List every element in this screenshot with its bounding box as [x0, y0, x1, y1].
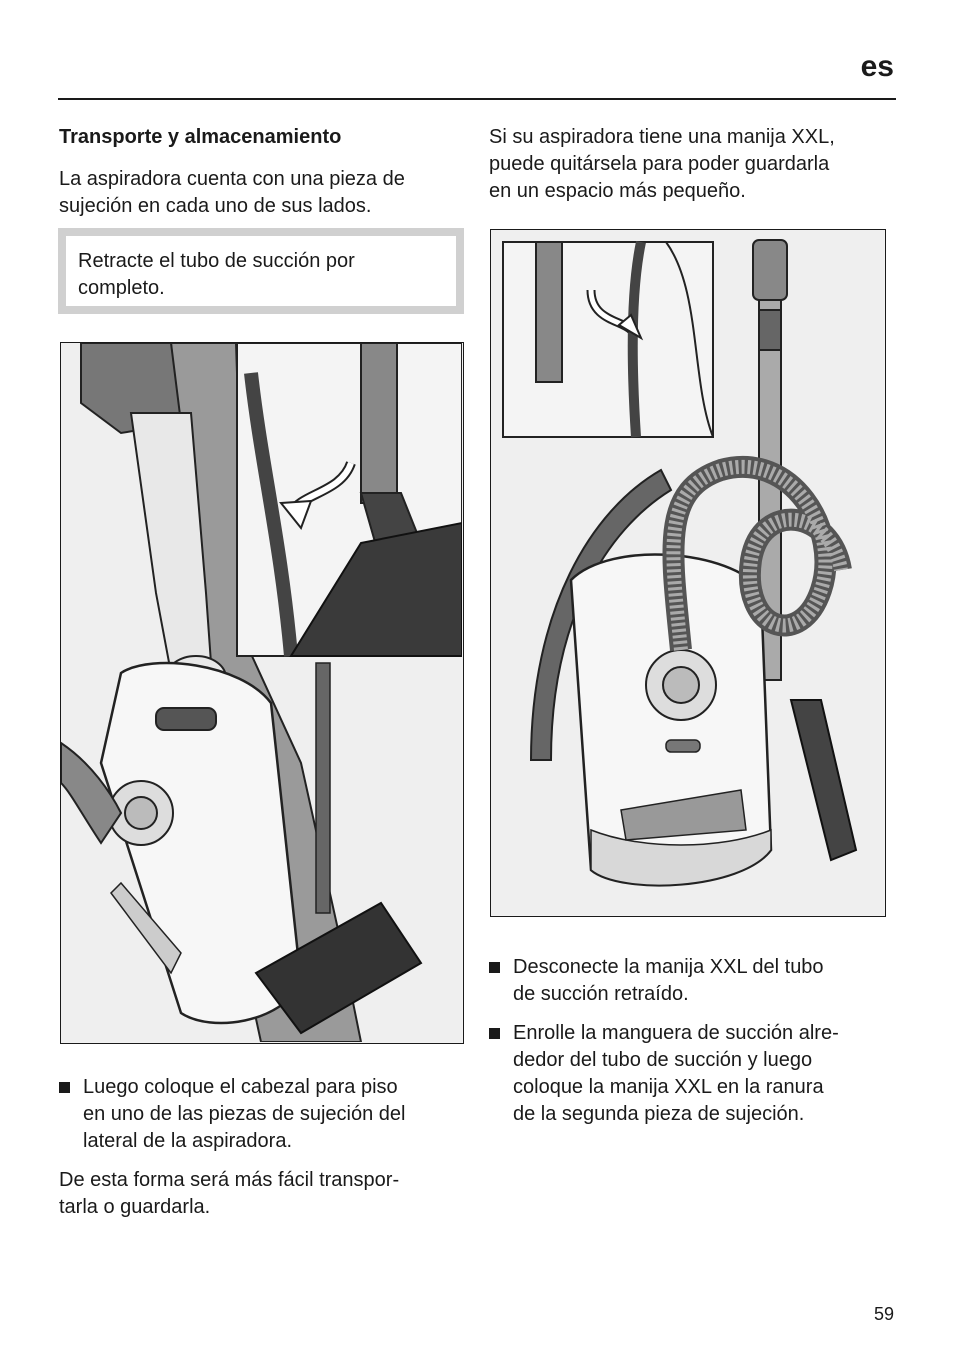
bullet-square-icon — [489, 1028, 500, 1039]
page-number: 59 — [873, 1304, 894, 1324]
text-line: en un espacio más pequeño. — [489, 180, 746, 202]
right-intro-paragraph: Si su aspiradora tiene una manija XXL, p… — [489, 124, 835, 205]
text-line: De esta forma será más fácil transpor- — [59, 1169, 400, 1191]
text-line: de la segunda pieza de sujeción. — [513, 1103, 805, 1125]
section-heading: Transporte y almacenamiento — [59, 126, 342, 148]
text-line: dedor del tubo de succión y luego — [513, 1049, 813, 1071]
text-line: Desconecte la manija XXL del tubo — [513, 956, 824, 978]
vacuum-storage-illustration-icon — [490, 229, 886, 917]
text-line: en uno de las piezas de sujeción del — [83, 1103, 406, 1125]
instruction-bullet: Luego coloque el cabezal para piso en un… — [59, 1074, 405, 1155]
text-line: completo. — [78, 277, 165, 299]
instruction-note-box: Retracte el tubo de succión por completo… — [58, 228, 464, 314]
header-rule — [58, 98, 896, 100]
text-line: Enrolle la manguera de succión alre- — [513, 1022, 839, 1044]
vacuum-carry-illustration-icon — [60, 342, 464, 1044]
text-line: de succión retraído. — [513, 983, 689, 1005]
language-code: es — [860, 50, 894, 83]
bullet-square-icon — [59, 1082, 70, 1093]
instruction-bullet: Desconecte la manija XXL del tubo de suc… — [489, 954, 824, 1008]
text-line: tarla o guardarla. — [59, 1196, 211, 1218]
text-line: coloque la manija XXL en la ranura — [513, 1076, 824, 1098]
text-line: La aspiradora cuenta con una pieza de — [59, 168, 405, 190]
bullet-square-icon — [489, 962, 500, 973]
text-line: Retracte el tubo de succión por — [78, 250, 355, 272]
text-line: puede quitársela para poder guardarla — [489, 153, 830, 175]
left-intro-paragraph: La aspiradora cuenta con una pieza de su… — [59, 166, 405, 220]
left-outro-paragraph: De esta forma será más fácil transpor- t… — [59, 1167, 399, 1221]
text-line: sujeción en cada uno de sus lados. — [59, 195, 372, 217]
text-line: lateral de la aspiradora. — [83, 1130, 293, 1152]
instruction-bullet: Enrolle la manguera de succión alre- ded… — [489, 1020, 839, 1128]
text-line: Luego coloque el cabezal para piso — [83, 1076, 398, 1098]
text-line: Si su aspiradora tiene una manija XXL, — [489, 126, 835, 148]
